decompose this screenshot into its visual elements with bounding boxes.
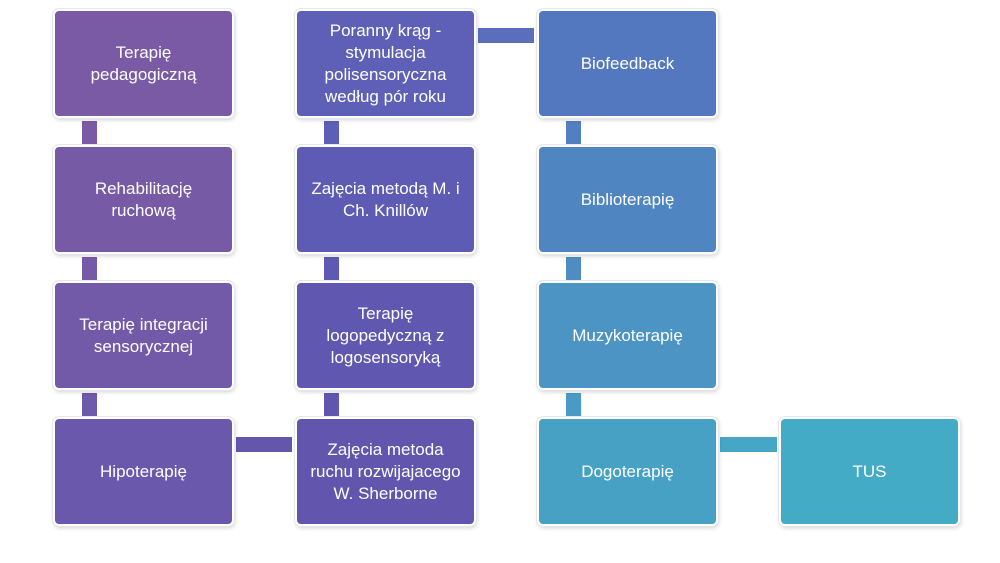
connector-dogoterapie-tus bbox=[720, 437, 777, 452]
node-label: TUS bbox=[852, 461, 887, 481]
connector-col3-1-2 bbox=[566, 121, 581, 145]
node-zajecia-sherborne: Zajęcia metoda ruchu rozwijajacego W. Sh… bbox=[295, 417, 476, 526]
node-label: Terapię pedagogiczną bbox=[90, 42, 197, 84]
node-zajecia-knillow: Zajęcia metodą M. i Ch. Knillów bbox=[295, 145, 476, 254]
connector-col1-1-2 bbox=[82, 121, 97, 145]
node-label: Biofeedback bbox=[580, 53, 675, 73]
node-muzykoterapie: Muzykoterapię bbox=[537, 281, 718, 390]
connector-col1-2-3 bbox=[82, 257, 97, 281]
node-label: Rehabilitację ruchową bbox=[94, 178, 193, 220]
node-hipoterapie: Hipoterapię bbox=[53, 417, 234, 526]
connector-poranny-biofeedback bbox=[478, 28, 534, 43]
connector-col3-2-3 bbox=[566, 257, 581, 281]
node-label: Dogoterapię bbox=[581, 461, 674, 481]
connector-col2-3-4 bbox=[324, 393, 339, 417]
node-label: Terapię integracji sensorycznej bbox=[79, 314, 208, 356]
node-label: Hipoterapię bbox=[100, 461, 187, 481]
node-biofeedback: Biofeedback bbox=[537, 9, 718, 118]
node-label: Zajęcia metodą M. i Ch. Knillów bbox=[311, 178, 460, 220]
connector-col1-3-4 bbox=[82, 393, 97, 417]
node-label: Muzykoterapię bbox=[572, 325, 683, 345]
node-label: Poranny krąg - stymulacja polisensoryczn… bbox=[324, 20, 447, 106]
node-label: Biblioterapię bbox=[580, 189, 675, 209]
node-biblioterapie: Biblioterapię bbox=[537, 145, 718, 254]
connector-col3-3-4 bbox=[566, 393, 581, 417]
connector-col2-2-3 bbox=[324, 257, 339, 281]
node-terapie-logopedyczna: Terapię logopedyczną z logosensoryką bbox=[295, 281, 476, 390]
node-terapie-pedagogiczna: Terapię pedagogiczną bbox=[53, 9, 234, 118]
node-tus: TUS bbox=[779, 417, 960, 526]
node-rehabilitacje-ruchowa: Rehabilitację ruchową bbox=[53, 145, 234, 254]
connector-hipoterapie-sherborne bbox=[236, 437, 292, 452]
node-label: Terapię logopedyczną z logosensoryką bbox=[326, 303, 445, 367]
node-dogoterapie: Dogoterapię bbox=[537, 417, 718, 526]
node-label: Zajęcia metoda ruchu rozwijajacego W. Sh… bbox=[310, 439, 461, 503]
node-poranny-krag: Poranny krąg - stymulacja polisensoryczn… bbox=[295, 9, 476, 118]
node-terapie-integracji-sensorycznej: Terapię integracji sensorycznej bbox=[53, 281, 234, 390]
connector-col2-1-2 bbox=[324, 121, 339, 145]
